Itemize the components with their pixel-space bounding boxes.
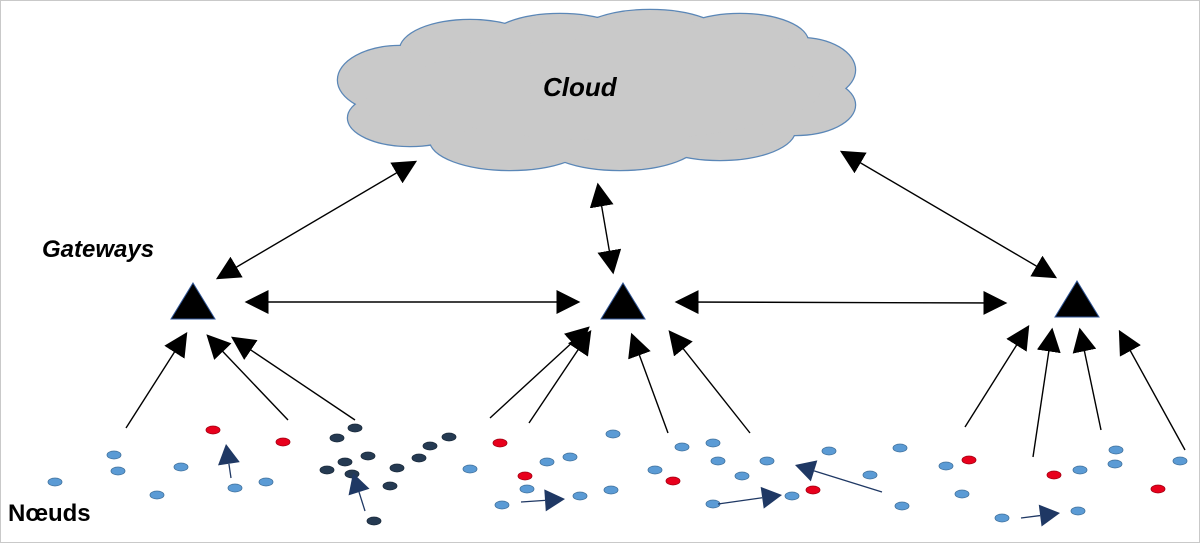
sensor-node <box>106 450 122 460</box>
alert-node <box>1046 470 1062 480</box>
uplink-arrow <box>125 331 188 429</box>
uplink-arrow <box>206 334 289 421</box>
sensor-node <box>759 456 775 466</box>
sensor-node <box>1070 506 1086 516</box>
sensor-node <box>821 446 837 456</box>
sensor-node <box>539 457 555 467</box>
cluster-node <box>337 457 353 467</box>
gateways-label: Gateways <box>42 236 155 263</box>
sensor-node <box>894 501 910 511</box>
cluster-node <box>411 453 427 463</box>
sensor-node <box>1172 456 1188 466</box>
sensor-node <box>562 452 578 462</box>
alert-node <box>205 425 221 435</box>
nodes-layer <box>47 423 1188 526</box>
link-cloud-gateway-right <box>839 150 1058 279</box>
sensor-node <box>149 490 165 500</box>
sensor-node <box>603 485 619 495</box>
sensor-node <box>258 477 274 487</box>
sensor-node <box>605 429 621 439</box>
sensor-node <box>173 462 189 472</box>
uplink-arrow <box>1118 329 1186 451</box>
link-gateway-center-right <box>674 290 1008 315</box>
sensor-node <box>110 466 126 476</box>
alert-node <box>1150 484 1166 494</box>
cluster-node <box>382 481 398 491</box>
sensor-node <box>734 471 750 481</box>
cluster-node <box>389 463 405 473</box>
cluster-node <box>319 465 335 475</box>
mobility-arrow <box>218 444 240 479</box>
cloud-label: Cloud <box>543 72 617 102</box>
sensor-node <box>784 491 800 501</box>
cluster-node <box>329 433 345 443</box>
sensor-node <box>954 489 970 499</box>
mobility-arrow <box>520 489 565 512</box>
sensor-node <box>227 483 243 493</box>
uplink-arrow <box>528 330 592 424</box>
sensor-node <box>462 464 478 474</box>
nodes-label: Nœuds <box>8 500 91 527</box>
sensor-node <box>1108 445 1124 455</box>
sensor-node <box>710 456 726 466</box>
alert-node <box>517 471 533 481</box>
sensor-node <box>494 500 510 510</box>
gateway-left-triangle <box>170 282 216 320</box>
sensor-node <box>938 461 954 471</box>
sensor-node <box>1072 465 1088 475</box>
links-layer <box>125 150 1186 458</box>
sensor-node <box>647 465 663 475</box>
sensor-node <box>674 442 690 452</box>
sensor-node <box>892 443 908 453</box>
sensor-node <box>862 470 878 480</box>
cluster-node <box>366 516 382 526</box>
mobility-arrow <box>717 486 782 509</box>
cluster-node <box>347 423 363 433</box>
alert-node <box>961 455 977 465</box>
uplink-arrow <box>964 324 1030 428</box>
cluster-node <box>360 451 376 461</box>
uplink-arrow <box>1032 327 1061 458</box>
cluster-node <box>422 441 438 451</box>
gateway-right-triangle <box>1054 280 1100 318</box>
gateways-layer <box>170 280 1100 320</box>
gateway-center-triangle <box>600 282 646 320</box>
cloud-shape <box>336 8 857 172</box>
mobility-arrow <box>795 460 883 493</box>
alert-node <box>665 476 681 486</box>
alert-node <box>805 485 821 495</box>
uplink-arrow <box>1072 327 1102 431</box>
sensor-node <box>994 513 1010 523</box>
alert-node <box>492 438 508 448</box>
uplink-arrow <box>489 326 590 419</box>
sensor-node <box>705 499 721 509</box>
sensor-node <box>705 438 721 448</box>
mobility-arrow <box>1020 504 1060 527</box>
mobility-arrow <box>348 473 370 512</box>
sensor-node <box>1107 459 1123 469</box>
sensor-node <box>519 484 535 494</box>
uplink-arrow <box>628 332 669 434</box>
alert-node <box>275 437 291 447</box>
sensor-node <box>47 477 63 487</box>
uplink-arrow <box>668 330 751 434</box>
mobility-layer <box>218 444 1060 527</box>
sensor-node <box>572 491 588 501</box>
uplink-arrow <box>231 336 356 421</box>
link-cloud-gateway-center <box>589 182 622 275</box>
cluster-node <box>441 432 457 442</box>
link-cloud-gateway-left <box>215 160 418 280</box>
